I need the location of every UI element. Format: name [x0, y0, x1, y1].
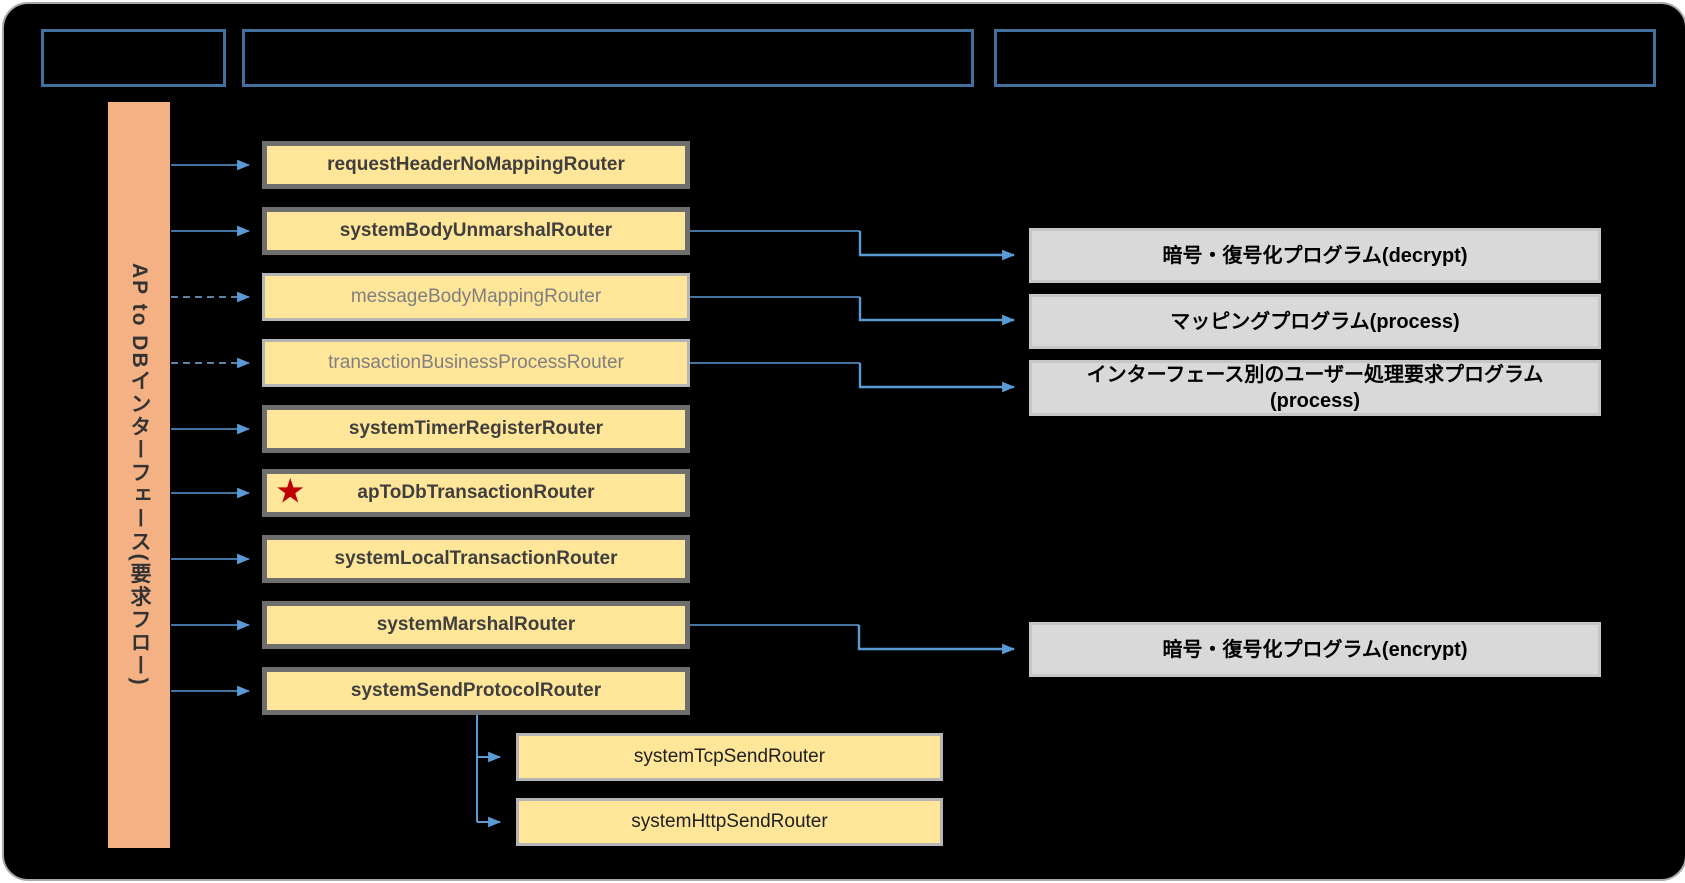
router-box-systemTcpSendRouter: systemTcpSendRouter [516, 733, 943, 781]
connector-marshal-to-encrypt [857, 625, 1016, 655]
program-label: 暗号・復号化プログラム(decrypt) [1162, 244, 1468, 267]
router-box-systemSendProtocolRouter: systemSendProtocolRouter [262, 667, 690, 715]
connector-mapping-to-process [858, 297, 1016, 326]
header-box-center [242, 29, 974, 87]
program-box-decrypt: 暗号・復号化プログラム(decrypt) [1029, 228, 1601, 283]
program-box-user-process: インターフェース別のユーザー処理要求プログラム (process) [1029, 360, 1601, 416]
router-box-systemBodyUnmarshalRouter: systemBodyUnmarshalRouter [262, 207, 690, 255]
router-label: systemTcpSendRouter [633, 746, 826, 767]
router-box-systemMarshalRouter: systemMarshalRouter [262, 601, 690, 649]
router-label: systemTimerRegisterRouter [348, 418, 604, 439]
router-label: requestHeaderNoMappingRouter [327, 154, 625, 175]
router-label: messageBodyMappingRouter [350, 286, 602, 307]
router-label: apToDbTransactionRouter [357, 482, 595, 503]
star-icon: ★ [275, 472, 306, 511]
flow-group-label: AP to DBインターフェース(要求フロー) [128, 263, 151, 687]
program-label: マッピングプログラム(process) [1170, 310, 1460, 333]
program-label-line2: (process) [1269, 390, 1361, 412]
router-label: systemHttpSendRouter [631, 811, 828, 832]
router-box-messageBodyMappingRouter: messageBodyMappingRouter [262, 273, 690, 321]
router-label: transactionBusinessProcessRouter [328, 352, 624, 373]
router-box-transactionBusinessProcessRouter: transactionBusinessProcessRouter [262, 339, 690, 387]
connector-unmarshal-to-decrypt [858, 231, 1016, 261]
connector-business-to-userprogram [858, 363, 1016, 393]
program-box-encrypt: 暗号・復号化プログラム(encrypt) [1029, 622, 1601, 677]
router-box-requestHeaderNoMappingRouter: requestHeaderNoMappingRouter [262, 141, 690, 189]
router-label: systemBodyUnmarshalRouter [339, 220, 613, 241]
router-label: systemMarshalRouter [376, 614, 576, 635]
header-box-right [994, 29, 1656, 87]
router-label: systemSendProtocolRouter [350, 680, 602, 701]
flow-group-bar: AP to DBインターフェース(要求フロー) [108, 102, 170, 848]
router-box-systemLocalTransactionRouter: systemLocalTransactionRouter [262, 535, 690, 583]
program-label: インターフェース別のユーザー処理要求プログラム [1086, 364, 1544, 386]
header-box-left [41, 29, 226, 87]
router-box-apToDbTransactionRouter: ★ apToDbTransactionRouter [262, 469, 690, 517]
router-label: systemLocalTransactionRouter [334, 548, 618, 569]
program-box-mapping-process: マッピングプログラム(process) [1029, 294, 1601, 349]
router-box-systemHttpSendRouter: systemHttpSendRouter [516, 798, 943, 846]
router-box-systemTimerRegisterRouter: systemTimerRegisterRouter [262, 405, 690, 453]
program-label: 暗号・復号化プログラム(encrypt) [1162, 638, 1468, 661]
